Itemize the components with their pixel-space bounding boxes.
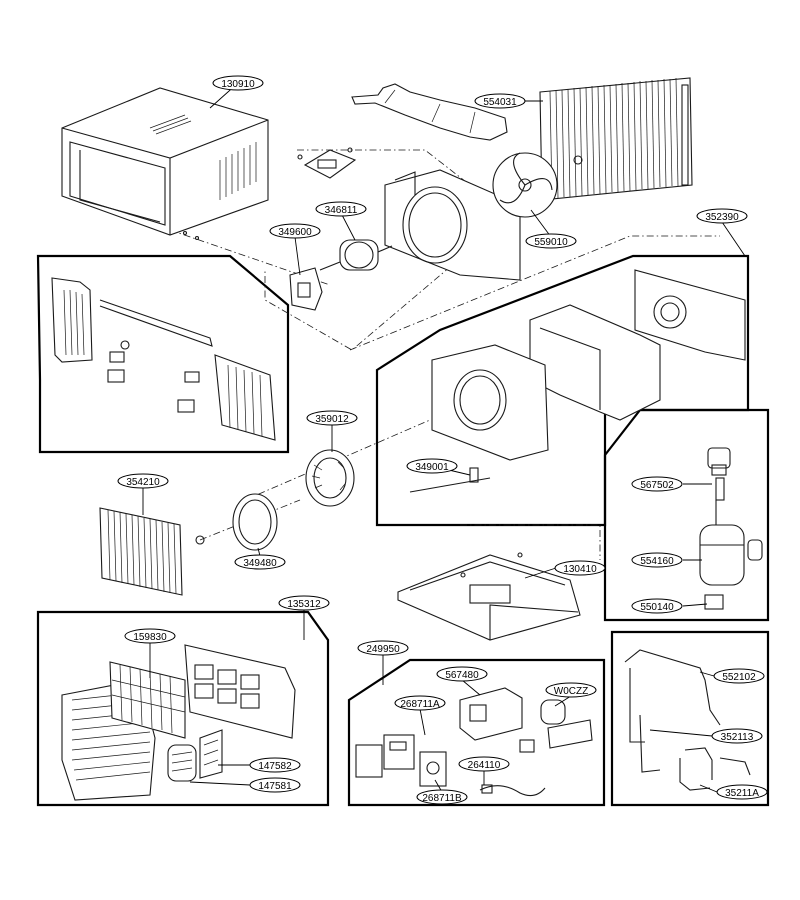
part-label-147582: 147582 [249,757,301,773]
svg-text:147581: 147581 [258,781,292,792]
base-pan-part [397,552,581,641]
svg-text:W0CZZ: W0CZZ [554,686,588,697]
svg-text:352390: 352390 [705,212,739,223]
air-filter-part [109,661,186,739]
svg-text:249950: 249950 [366,644,400,655]
part-label-567502: 567502 [631,476,683,492]
group-outline-left-bracket [36,254,290,454]
part-label-352390: 352390 [696,208,748,224]
leader-559010 [530,209,552,238]
part-label-550140: 550140 [631,598,683,614]
group-outline-control-box [347,658,606,807]
part-label-159830: 159830 [124,628,176,644]
leader-550140 [682,603,708,607]
part-label-559010: 559010 [525,233,577,249]
front-frame-part [184,644,296,739]
part-label-554160: 554160 [631,552,683,568]
part-label-346811: 346811 [315,201,367,217]
leader-352390 [721,221,746,257]
part-label-130410: 130410 [554,560,606,576]
svg-text:159830: 159830 [133,632,167,643]
part-label-264110: 264110 [458,756,510,772]
part-label-354210: 354210 [117,473,169,489]
part-label-359012: 359012 [306,410,358,426]
svg-text:130410: 130410 [563,564,597,575]
top-duct-part [351,83,508,141]
control-panel-part [355,734,447,787]
leader-352113 [649,729,713,737]
evaporator-coil-part [99,507,205,596]
blower-wheel-part [305,449,355,507]
leader-w0czz [554,695,572,707]
fan-motor-part [319,239,393,271]
svg-text:354210: 354210 [126,477,160,488]
leader-35211a [699,784,718,793]
motor-bracket-part [289,267,323,311]
svg-text:268711B: 268711B [422,793,462,804]
leader-567480 [461,679,481,696]
part-label-349001: 349001 [406,458,458,474]
leader-268711a [419,708,426,736]
svg-text:264110: 264110 [468,760,501,771]
svg-text:147582: 147582 [258,761,292,772]
assembly-line-base [460,524,601,560]
svg-text:359012: 359012 [315,414,349,425]
part-label-147581: 147581 [249,777,301,793]
part-label-349480: 349480 [234,554,286,570]
part-label-268711b: 268711B [416,789,468,805]
part-label-268711a: 268711A [394,695,446,711]
condenser-fan-blade [492,152,583,218]
svg-text:352113: 352113 [721,732,754,743]
part-label-135312: 135312 [278,595,330,611]
svg-text:346811: 346811 [325,205,358,216]
assembly-line-blower [244,419,431,501]
svg-text:554160: 554160 [640,556,674,567]
part-label-552102: 552102 [713,668,765,684]
part-label-130910: 130910 [212,75,264,91]
group-outline-compressor [603,408,770,622]
control-box-part [459,687,593,749]
svg-text:567502: 567502 [640,480,674,491]
part-label-249950: 249950 [357,640,409,656]
capacitor-part [519,699,566,753]
louver-part [167,729,223,782]
orifice-ring-part [232,493,278,551]
part-label-554031: 554031 [474,93,526,109]
svg-text:552102: 552102 [722,672,756,683]
group-outline-front-grille [36,610,330,807]
part-label-349600: 349600 [269,223,321,239]
cabinet-part [61,87,269,241]
svg-text:554031: 554031 [483,97,517,108]
refrigerant-piping [624,649,751,791]
svg-text:349001: 349001 [415,462,449,473]
compressor-assembly [699,447,763,610]
leader-147581 [189,781,251,786]
power-cord-part [479,784,546,797]
svg-text:349600: 349600 [278,227,312,238]
part-label-352113: 352113 [711,728,763,744]
leader-349600 [294,236,301,276]
svg-text:135312: 135312 [287,599,321,610]
leader-130410 [524,567,557,579]
condenser-coil-top [539,77,693,201]
part-label-567480: 567480 [436,666,488,682]
motor-mount-plate [297,147,357,179]
base-pan-and-shroud [409,269,746,493]
svg-text:567480: 567480 [445,670,479,681]
part-label-35211a: 35211A [716,784,768,800]
fan-shroud-part [384,169,521,281]
leader-552102 [699,671,715,677]
leader-346811 [340,212,356,241]
svg-text:268711A: 268711A [400,699,440,710]
evaporator-side-bracket [51,277,276,441]
svg-text:35211A: 35211A [725,788,759,799]
svg-text:130910: 130910 [221,79,255,90]
svg-text:550140: 550140 [640,602,674,613]
svg-text:349480: 349480 [243,558,277,569]
group-outline-piping [610,630,770,807]
part-label-w0czz: W0CZZ [545,682,597,698]
svg-text:559010: 559010 [534,237,568,248]
